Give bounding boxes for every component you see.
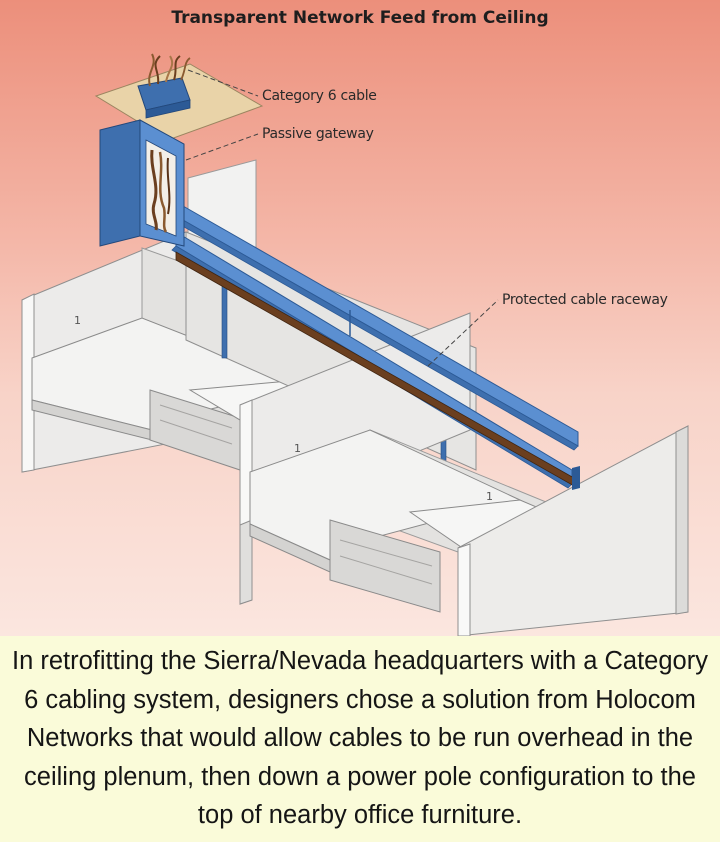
passive-gateway-label: Passive gateway [262,126,374,142]
caption-text: In retrofitting the Sierra/Nevada headqu… [12,647,708,829]
svg-text:1: 1 [294,442,301,455]
category-6-cable-label: Category 6 cable [262,88,377,104]
protected-cable-raceway-label: Protected cable raceway [502,292,668,308]
svg-text:1: 1 [74,314,81,327]
illustration: 1 1 1 1 [0,0,720,636]
cabling-drawing: 1 1 1 1 [21,53,689,636]
passive-gateway [94,53,264,247]
cable-raceway [171,201,580,490]
gateway-leader-line [185,133,259,161]
raceway-leader-line [427,299,499,367]
caption-box: In retrofitting the Sierra/Nevada headqu… [0,636,720,842]
figure-title: Transparent Network Feed from Ceiling [171,8,549,28]
cable-leader-line [187,69,259,97]
svg-text:1: 1 [486,490,493,503]
front-end-panel [457,425,689,636]
